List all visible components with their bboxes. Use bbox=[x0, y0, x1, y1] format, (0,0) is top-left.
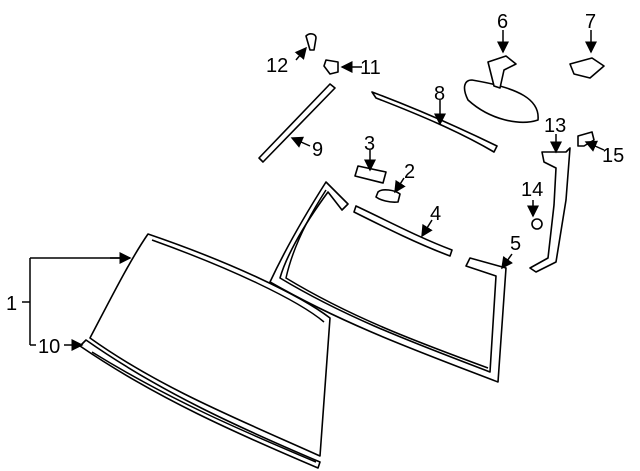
callout-13: 13 bbox=[544, 115, 566, 137]
header-molding bbox=[371, 91, 498, 153]
retainer-clip bbox=[531, 218, 543, 230]
callout-7: 7 bbox=[585, 11, 596, 33]
callout-12: 12 bbox=[266, 55, 288, 77]
callout-8: 8 bbox=[434, 83, 445, 105]
upper-molding bbox=[353, 205, 453, 257]
callout-11: 11 bbox=[360, 57, 381, 79]
rearview-mirror bbox=[463, 55, 539, 123]
clip-12 bbox=[305, 33, 317, 51]
leader-lines bbox=[22, 30, 605, 351]
adhesive-tape bbox=[354, 165, 387, 184]
mirror-cover bbox=[569, 57, 605, 79]
clip-11 bbox=[323, 59, 339, 75]
callout-14: 14 bbox=[521, 179, 543, 201]
mirror-bracket bbox=[375, 189, 401, 203]
callout-1: 1 bbox=[6, 293, 17, 315]
callout-5: 5 bbox=[510, 233, 521, 255]
windshield-glass bbox=[89, 233, 331, 457]
windshield-weatherstrip bbox=[269, 181, 507, 383]
side-molding bbox=[529, 147, 571, 273]
callout-6: 6 bbox=[497, 11, 508, 33]
callout-15: 15 bbox=[602, 145, 624, 167]
pillar-molding bbox=[258, 83, 336, 163]
callout-9: 9 bbox=[312, 139, 323, 161]
callout-4: 4 bbox=[430, 203, 441, 225]
callout-2: 2 bbox=[404, 161, 415, 183]
lower-molding bbox=[79, 339, 321, 469]
callout-3: 3 bbox=[364, 133, 375, 155]
callout-10: 10 bbox=[38, 336, 60, 358]
